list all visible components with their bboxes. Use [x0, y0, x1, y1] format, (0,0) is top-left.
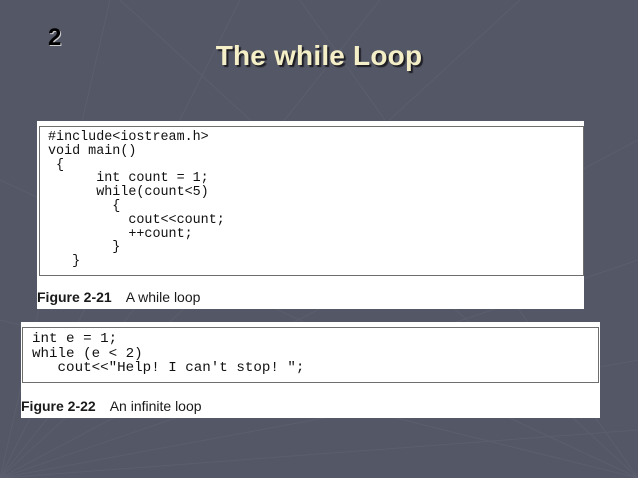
slide-title: The while Loop: [215, 40, 423, 71]
caption-text: A while loop: [125, 289, 201, 305]
code-box: int e = 1; while (e < 2) cout<<"Help! I …: [22, 327, 599, 383]
figure-while-loop: #include<iostream.h> void main() { int c…: [37, 121, 584, 309]
code-box: #include<iostream.h> void main() { int c…: [39, 126, 584, 276]
code-listing: #include<iostream.h> void main() { int c…: [48, 130, 225, 270]
caption-number: Figure 2-22: [21, 398, 96, 414]
slide-title-container: The while Loop: [0, 40, 638, 72]
code-listing: int e = 1; while (e < 2) cout<<"Help! I …: [32, 331, 305, 376]
figure-caption: Figure 2-22 An infinite loop: [21, 398, 202, 414]
figure-caption: Figure 2-21 A while loop: [37, 289, 200, 305]
caption-number: Figure 2-21: [37, 289, 112, 305]
slide-number: 2: [48, 24, 62, 51]
caption-text: An infinite loop: [109, 398, 202, 414]
figure-infinite-loop: int e = 1; while (e < 2) cout<<"Help! I …: [21, 322, 600, 418]
